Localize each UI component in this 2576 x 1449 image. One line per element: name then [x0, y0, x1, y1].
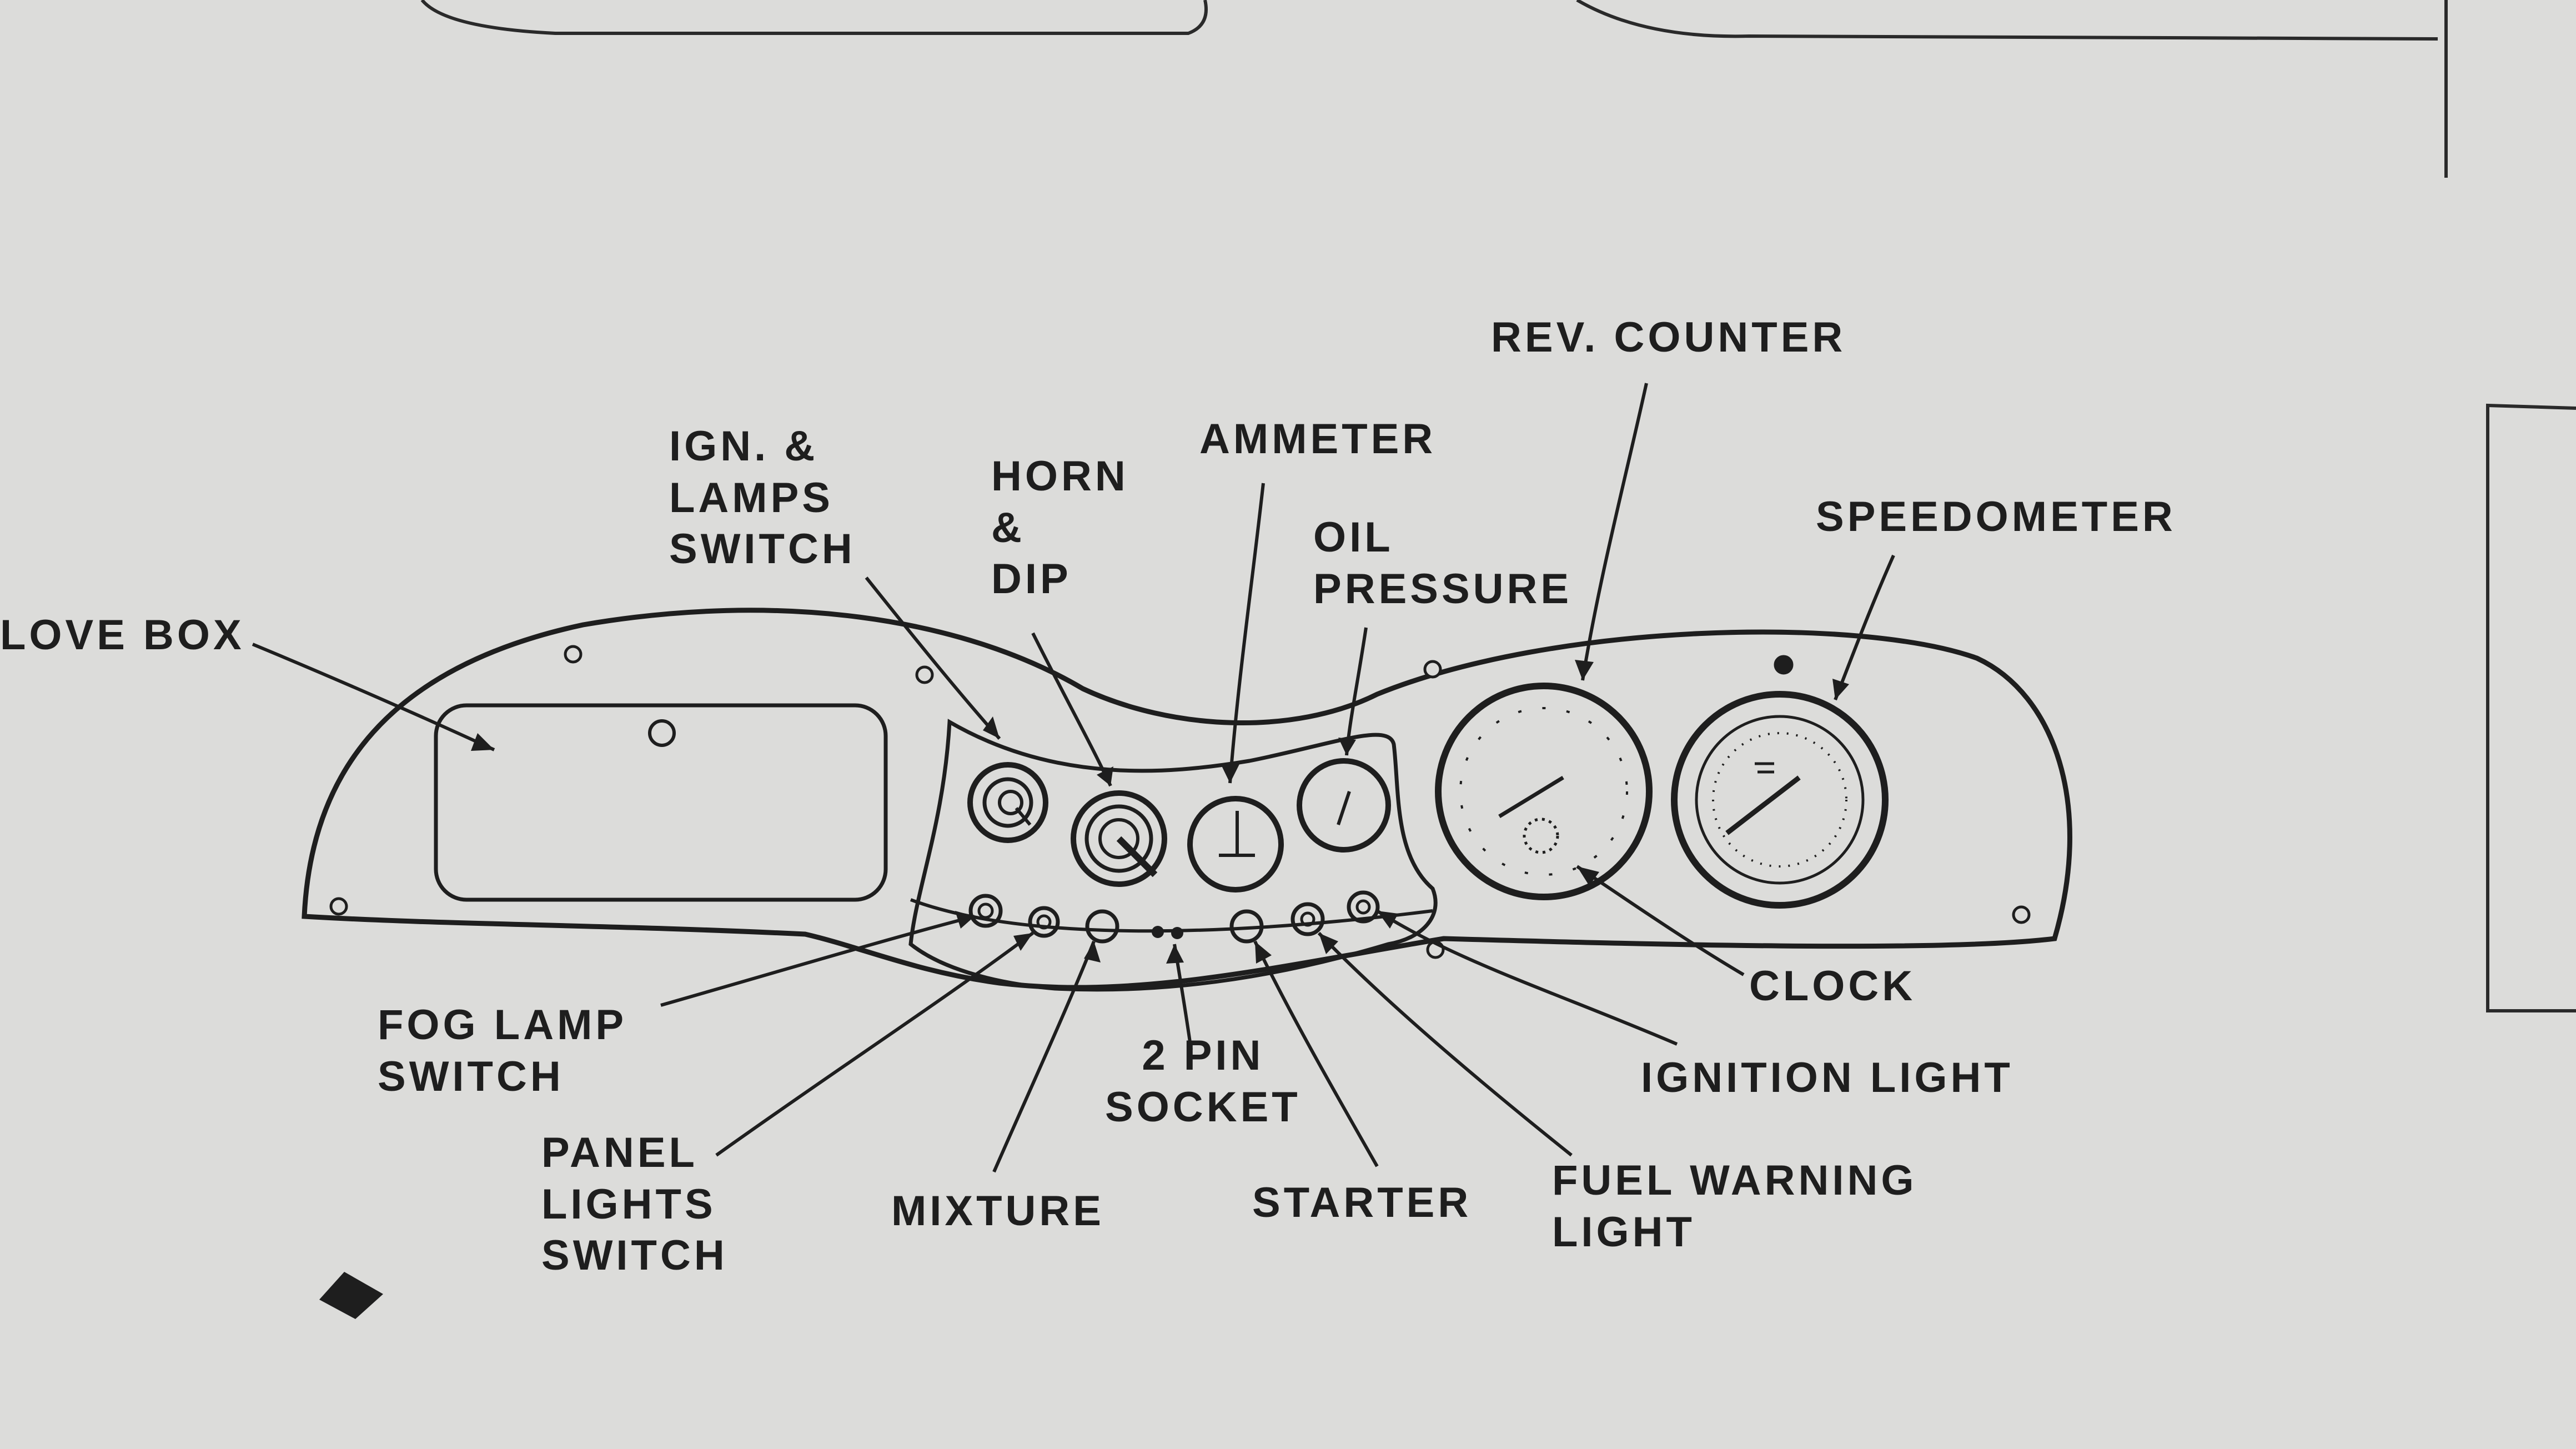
- center-switch-panel: [908, 719, 1438, 992]
- label-mixture: MIXTURE: [891, 1187, 1104, 1235]
- label-clock: CLOCK: [1749, 962, 1916, 1010]
- label-line: FUEL WARNING: [1552, 1157, 1917, 1204]
- label-line: OIL: [1313, 514, 1394, 561]
- label-line: PRESSURE: [1313, 565, 1573, 613]
- label-fog-lamp-switch: FOG LAMP SWITCH: [378, 1000, 627, 1102]
- leader-starter: [1253, 940, 1379, 1167]
- leader-glove-box: [252, 643, 495, 751]
- two-pin-socket-hole: [1152, 926, 1164, 938]
- fuel-warning-light: [1290, 902, 1325, 936]
- label-line: IGN. &: [669, 423, 819, 470]
- fog-lamp-switch: [968, 894, 1003, 928]
- ignition-warning-light: [1347, 890, 1380, 924]
- label-line: SOCKET: [1105, 1083, 1301, 1131]
- label-starter: STARTER: [1252, 1179, 1472, 1226]
- leader-horn-dip: [1031, 632, 1112, 787]
- leader-lines: [252, 383, 1895, 1173]
- adjacent-drawing-fragments: [420, 0, 2576, 1012]
- label-line: SWITCH: [669, 525, 856, 573]
- label-line: LIGHT: [1552, 1208, 1695, 1256]
- label-line: 2 PIN: [1142, 1032, 1264, 1079]
- ink-smudge: [319, 1272, 383, 1319]
- glove-box-lock: [648, 719, 676, 747]
- leader-ign-lamps: [865, 576, 1001, 740]
- panel-lights-switch: [1028, 906, 1060, 938]
- label-line: &: [991, 504, 1025, 551]
- label-oil-pressure: OIL PRESSURE: [1313, 512, 1572, 615]
- leader-speedometer: [1834, 554, 1895, 701]
- glove-box-opening: [434, 703, 888, 902]
- label-ignition-light: IGNITION LIGHT: [1641, 1054, 2013, 1101]
- label-line: HORN: [991, 453, 1129, 500]
- mixture-control: [1085, 909, 1119, 944]
- label-line: SWITCH: [378, 1052, 564, 1100]
- leader-ignition-light: [1376, 909, 1678, 1046]
- label-speedometer: SPEEDOMETER: [1816, 493, 2176, 540]
- label-glove-box: LOVE BOX: [0, 611, 245, 659]
- leader-rev-counter: [1581, 383, 1648, 681]
- leader-fuel-warning: [1317, 931, 1573, 1157]
- leader-clock: [1576, 865, 1745, 976]
- leader-panel-lights: [715, 931, 1034, 1157]
- ign-lamps-switch: [967, 762, 1048, 843]
- label-horn-dip: HORN & DIP: [991, 451, 1129, 605]
- label-line: DIP: [991, 555, 1072, 603]
- oil-pressure-gauge: [1297, 758, 1391, 853]
- dashboard-panel-outline: [302, 608, 2072, 990]
- starter-button: [1229, 909, 1264, 944]
- label-ign-lamps-switch: IGN. & LAMPS SWITCH: [669, 421, 856, 575]
- rev-counter-gauge: [1435, 683, 1653, 900]
- lower-switch-row: [968, 890, 1380, 944]
- label-line: PANEL: [541, 1129, 698, 1176]
- label-two-pin-socket: 2 PIN SOCKET: [1105, 1030, 1301, 1133]
- label-ammeter: AMMETER: [1199, 415, 1437, 463]
- leader-mixture: [992, 940, 1096, 1173]
- ammeter-gauge: [1187, 796, 1284, 893]
- speedometer-gauge: [1671, 691, 1889, 909]
- label-fuel-warning-light: FUEL WARNING LIGHT: [1552, 1155, 1917, 1258]
- label-line: FOG LAMP: [378, 1001, 627, 1049]
- leader-fog-lamp: [660, 915, 975, 1007]
- horn-dip-switch: [1071, 790, 1167, 887]
- label-rev-counter: REV. COUNTER: [1491, 314, 1846, 361]
- label-line: LIGHTS: [541, 1180, 716, 1228]
- panel-screws: [329, 645, 2031, 959]
- label-line: LAMPS: [669, 474, 833, 522]
- leader-arrowheads: [471, 660, 1849, 964]
- leader-ammeter: [1228, 483, 1265, 784]
- label-line: SWITCH: [541, 1232, 728, 1280]
- label-panel-lights-switch: PANEL LIGHTS SWITCH: [541, 1127, 728, 1282]
